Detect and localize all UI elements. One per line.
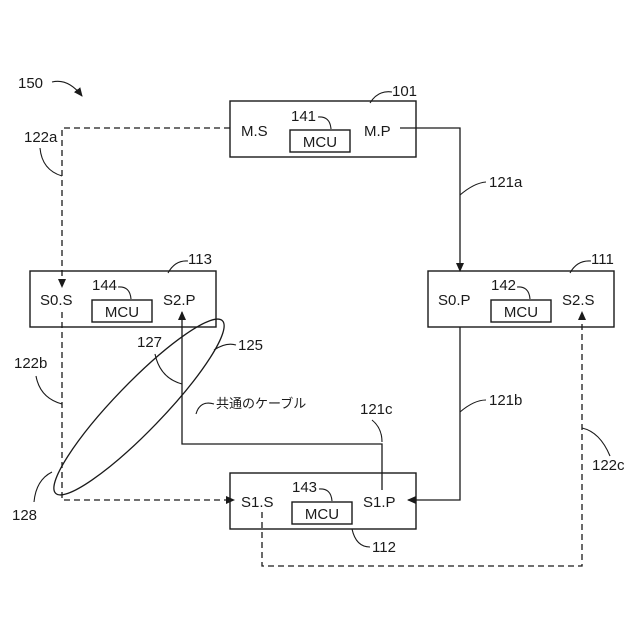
link-121b-leader [460, 400, 486, 412]
link-122a-label: 122a [24, 129, 58, 146]
port-s2-p: S2.P [163, 292, 196, 309]
link-121b-label: 121b [489, 392, 522, 409]
node-113: MCU S0.S S2.P 144 113 [30, 251, 216, 327]
node-112: MCU S1.S S1.P 143 112 [230, 473, 416, 556]
port-s1-s: S1.S [241, 494, 274, 511]
node-111-ref: 111 [591, 251, 614, 268]
link-122c-label: 122c [592, 457, 625, 474]
cable-inner-ref: 127 [137, 334, 162, 351]
node-101-ref: 101 [392, 83, 417, 100]
cable-ref-label: 125 [238, 337, 263, 354]
link-121a-leader [460, 182, 486, 195]
link-122a-leader [40, 148, 62, 176]
mcu-142-label: MCU [504, 304, 538, 321]
figure-ref-label: 150 [18, 75, 43, 92]
figure-ref-arrow [52, 81, 82, 96]
port-m-p: M.P [364, 123, 391, 140]
link-122b-leader [36, 376, 62, 404]
common-cable-label: 共通のケーブル [216, 396, 306, 412]
node-113-ref: 113 [188, 251, 212, 268]
link-121a-label: 121a [489, 174, 523, 191]
port-s0-p: S0.P [438, 292, 471, 309]
mcu-144-label: MCU [105, 304, 139, 321]
cable-end-leader [34, 472, 52, 502]
port-s2-s: S2.S [562, 292, 595, 309]
port-s0-s: S0.S [40, 292, 73, 309]
mcu-142-ref: 142 [491, 277, 516, 294]
node-112-leader [352, 529, 370, 547]
node-112-ref: 112 [372, 539, 396, 556]
mcu-144-ref: 144 [92, 277, 117, 294]
link-122c-leader [582, 428, 610, 456]
port-s1-p: S1.P [363, 494, 396, 511]
node-111: MCU S0.P S2.S 142 111 [428, 251, 614, 327]
port-m-s: M.S [241, 123, 268, 140]
common-cable-label-leader [196, 403, 214, 414]
link-122b-label: 122b [14, 355, 47, 372]
link-121c-leader [372, 420, 382, 442]
cable-inner-leader [155, 354, 182, 384]
mcu-141-label: MCU [303, 134, 337, 151]
mcu-141-ref: 141 [291, 108, 316, 125]
node-101: MCU M.S M.P 141 101 [230, 83, 417, 157]
mcu-143-label: MCU [305, 506, 339, 523]
mcu-143-ref: 143 [292, 479, 317, 496]
cable-end-ref: 128 [12, 507, 37, 524]
link-121c-label: 121c [360, 401, 393, 418]
